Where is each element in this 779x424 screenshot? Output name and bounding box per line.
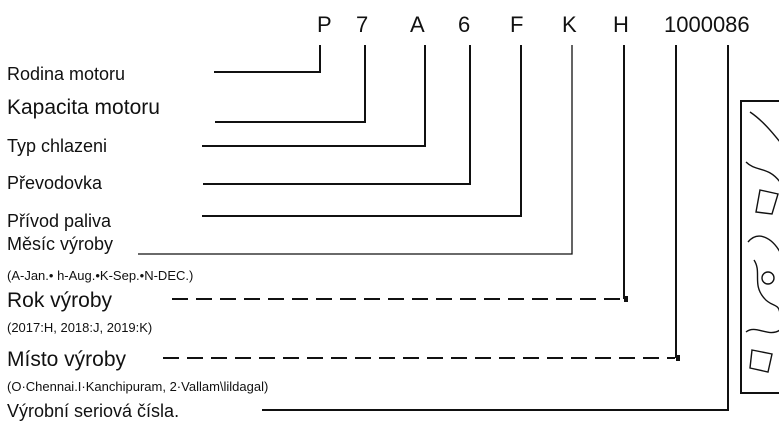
label-family: Rodina motoru (7, 64, 126, 84)
leader-transmission (203, 45, 471, 185)
leader-place-tick (676, 355, 680, 361)
leader-month (138, 45, 573, 255)
leader-family (214, 45, 321, 73)
label-cooling: Typ chlazeni (7, 136, 108, 156)
label-transmission: Převodovka (7, 173, 103, 193)
engine-illustration (740, 100, 779, 394)
label-place-note: (O·Chennai.I·Kanchipuram, 2·Vallam\lilda… (7, 379, 269, 394)
code-serial-text: 1000086 (664, 12, 750, 37)
label-capacity: Kapacita motoru (7, 96, 160, 119)
code-year-char: H (613, 12, 629, 37)
label-year: Rok výroby (7, 289, 113, 312)
label-year-note: (2017:H, 2018:J, 2019:K) (7, 320, 153, 335)
label-month: Měsíc výroby (7, 234, 114, 254)
label-month-note: (A-Jan.• h-Aug.•K-Sep.•N-DEC.) (7, 268, 194, 283)
leader-year-tick (624, 296, 628, 302)
engine-drawing-icon (745, 111, 779, 373)
code-transmission-char: 6 (458, 12, 471, 37)
code-fuel-char: F (510, 12, 524, 37)
code-capacity-char: 7 (356, 12, 369, 37)
label-fuel: Přívod paliva (7, 211, 112, 231)
leader-serial (262, 45, 729, 411)
leader-fuel (202, 45, 522, 217)
leader-cooling (202, 45, 426, 147)
code-cooling-char: A (410, 12, 425, 37)
code-month-char: K (562, 12, 577, 37)
label-serial: Výrobní seriová čísla. (7, 401, 180, 421)
leader-capacity (215, 45, 366, 123)
label-place: Místo výroby (7, 348, 127, 371)
code-family-char: P (317, 12, 332, 37)
